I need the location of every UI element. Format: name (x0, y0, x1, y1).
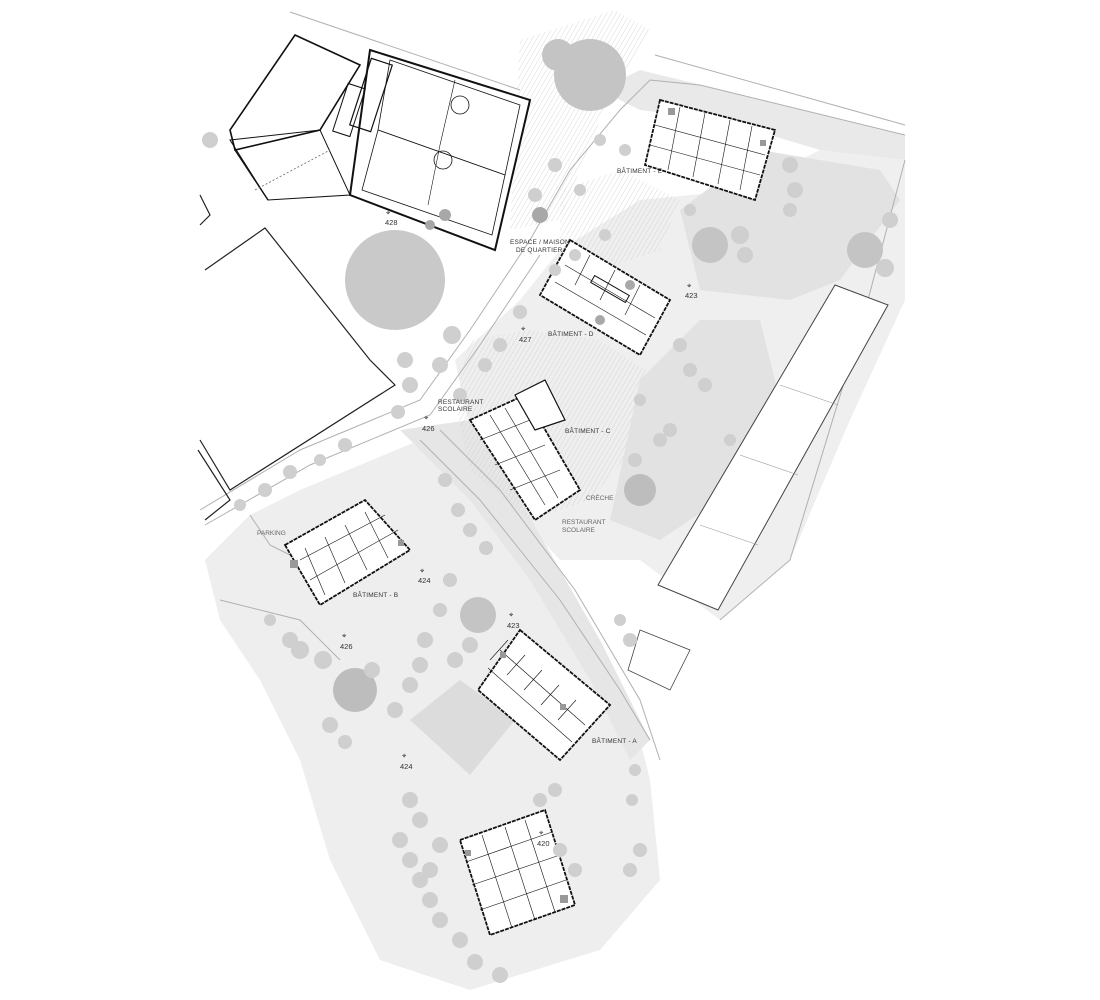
elev-426-bottom: 426 (340, 642, 353, 651)
elev-426-bottom-mark: ⌖ (342, 631, 347, 640)
existing-long-building (627, 284, 889, 691)
elev-423-mid-mark: ⌖ (509, 610, 514, 619)
elev-423-right-mark: ⌖ (687, 281, 692, 290)
label-restaurant-2: SCOLAIRE (438, 406, 473, 413)
label-batiment-d: BÂTIMENT - D (548, 329, 594, 338)
label-batiment-c: BÂTIMENT - C (565, 426, 611, 435)
label-batiment-a: BÂTIMENT - A (592, 736, 637, 745)
trees (202, 39, 898, 983)
lawn-square (410, 680, 515, 775)
batiment-e-plan (643, 98, 777, 202)
batiment-a-plan (476, 628, 612, 762)
label-batiment-e: BÂTIMENT - E (617, 166, 663, 175)
main-road (400, 420, 650, 760)
elev-428-mark: ⌖ (386, 208, 391, 217)
elev-420: 420 (537, 839, 550, 848)
ground-northeast (600, 70, 905, 160)
label-restaurant2-2: SCOLAIRE (562, 527, 596, 534)
west-buildings (197, 194, 396, 521)
elev-424-left: 424 (418, 576, 431, 585)
elev-428: 428 (385, 218, 398, 227)
batiment-c-plan (468, 379, 582, 522)
label-batiment-b: BÂTIMENT - B (353, 590, 398, 599)
labels: BÂTIMENT - E ESPACE / MAISON DE QUARTIER… (257, 166, 663, 745)
label-parking: PARKING (257, 530, 286, 537)
sports-hall (229, 33, 532, 252)
elevation-markers: ⌖ 428 ⌖ 427 ⌖ 426 ⌖ 423 ⌖ 424 ⌖ 423 ⌖ 42… (340, 208, 698, 848)
elev-426-top-mark: ⌖ (424, 413, 429, 422)
elev-423-mid: 423 (507, 621, 520, 630)
elev-424-bottom-mark: ⌖ (402, 751, 407, 760)
elev-427-mark: ⌖ (521, 324, 526, 333)
label-espace-2: DE QUARTIER (516, 247, 563, 254)
plaza-e (560, 170, 680, 270)
batiment-b-plan (283, 498, 412, 607)
elev-427: 427 (519, 335, 532, 344)
elev-420-mark: ⌖ (539, 828, 544, 837)
batiment-d-plan (538, 238, 672, 357)
batiment-south-plan (458, 808, 577, 937)
label-creche: CRÈCHE (586, 493, 614, 502)
elev-426-top: 426 (422, 424, 435, 433)
label-espace-1: ESPACE / MAISON (510, 239, 570, 246)
elev-424-bottom: 424 (400, 762, 413, 771)
label-restaurant2-1: RESTAURANT (562, 519, 606, 526)
elev-424-left-mark: ⌖ (420, 566, 425, 575)
label-restaurant-1: RESTAURANT (438, 399, 484, 406)
elev-423-right: 423 (685, 291, 698, 300)
